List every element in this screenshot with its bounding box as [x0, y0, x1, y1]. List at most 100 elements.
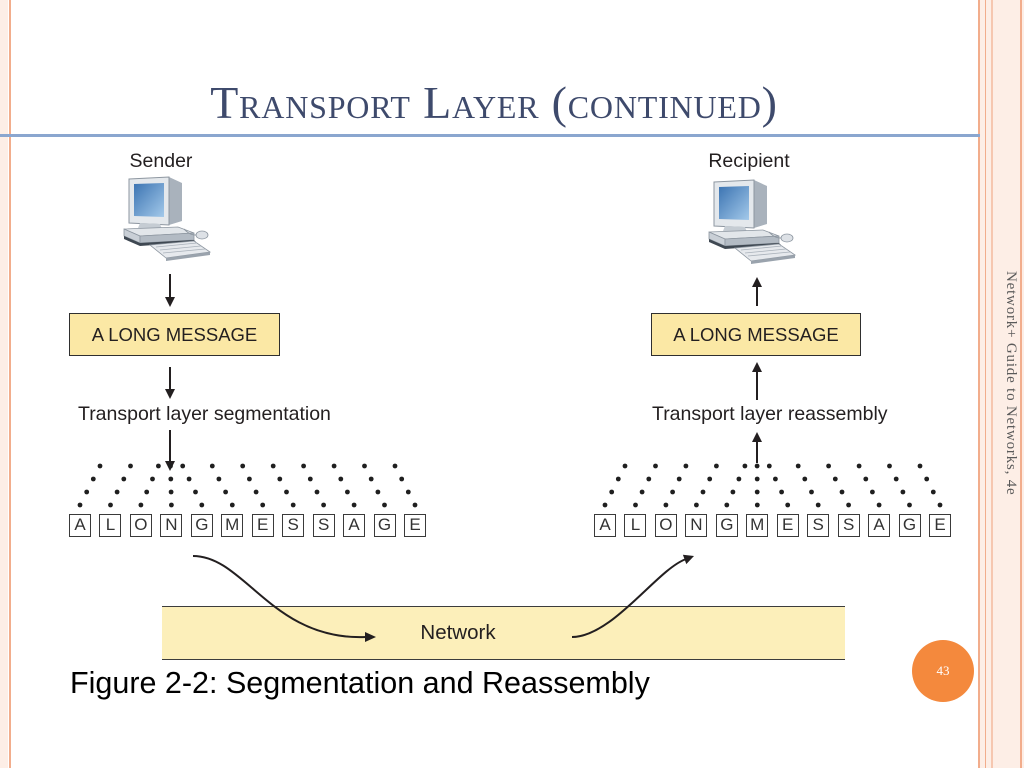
segment-dot: [670, 489, 675, 495]
segment-dot: [633, 502, 638, 508]
recipient-message-box: A LONG MESSAGE: [651, 313, 861, 356]
segment-dot: [779, 489, 784, 495]
reassembly-to-message-arrow-icon: [752, 362, 762, 400]
segment-box: S: [837, 514, 860, 537]
segment-dot: [707, 476, 713, 482]
side-footer-text: Network+ Guide to Networks, 4e: [1003, 271, 1019, 496]
segment-dot: [893, 476, 899, 482]
right-edge-stripe: [991, 0, 993, 768]
segment-dot: [622, 463, 628, 469]
segment-dot: [412, 502, 418, 508]
segment-box: A: [69, 514, 91, 537]
segmentation-label: Transport layer segmentation: [78, 403, 331, 425]
segment-dot: [809, 489, 814, 495]
segment-dot: [683, 463, 689, 469]
page-number-badge: 43: [912, 640, 974, 702]
segment-dot: [639, 489, 645, 495]
segment-dot: [290, 502, 296, 508]
segment-dot: [375, 489, 381, 495]
segment-dot: [924, 476, 930, 482]
segment-dot: [766, 463, 772, 469]
sender-message-box: A LONG MESSAGE: [69, 313, 280, 356]
segment-dot: [870, 489, 875, 495]
segment-box: E: [251, 514, 274, 537]
segment-dot: [331, 463, 337, 469]
right-edge-stripe: [1020, 0, 1022, 768]
segment-dot: [216, 476, 222, 482]
segment-dot: [84, 489, 90, 495]
segment-dot: [785, 502, 791, 508]
segment-dot: [169, 502, 174, 508]
segment-dot: [180, 463, 186, 469]
segment-dot: [876, 502, 882, 508]
title-divider: [0, 134, 980, 137]
segment-dot: [321, 502, 326, 508]
segment-box: A: [594, 514, 616, 537]
right-edge-stripe: [985, 0, 986, 768]
segment-dot: [108, 502, 113, 508]
segment-dot: [114, 489, 120, 495]
segment-box: M: [221, 514, 244, 537]
segment-dot: [314, 489, 320, 495]
segment-dot: [351, 502, 357, 508]
segment-dot: [382, 502, 387, 508]
segment-dot: [150, 476, 155, 482]
segment-dot: [917, 463, 923, 469]
message-to-segmentation-arrow-icon: [165, 367, 175, 399]
segment-dot: [77, 502, 83, 508]
segment-box: G: [190, 514, 213, 537]
segment-dot: [714, 463, 719, 469]
network-label: Network: [420, 621, 496, 644]
segment-dot: [754, 463, 760, 469]
segment-dot: [653, 463, 658, 469]
segment-dot: [802, 476, 808, 482]
segment-dot: [260, 502, 266, 508]
sender-to-message-arrow-icon: [165, 274, 175, 307]
sender-message-text: A LONG MESSAGE: [91, 323, 258, 345]
segment-box: G: [715, 514, 738, 537]
segment-dot: [795, 463, 801, 469]
segment-dot: [156, 463, 161, 469]
segment-dot: [168, 476, 174, 482]
segment-dot: [930, 489, 936, 495]
reassembly-label: Transport layer reassembly: [652, 403, 888, 425]
segment-dot: [826, 463, 831, 469]
message-to-recipient-arrow-icon: [752, 277, 762, 306]
segment-box: S: [807, 514, 830, 537]
segment-dot: [284, 489, 289, 495]
sender-segment-dots: [77, 463, 418, 508]
segment-dot: [907, 502, 912, 508]
figure-caption: Figure 2-2: Segmentation and Reassembly: [70, 666, 650, 700]
segment-dot: [846, 502, 851, 508]
segment-box: S: [282, 514, 305, 537]
recipient-segment-dots: [602, 463, 943, 508]
segment-box: N: [685, 514, 708, 537]
segment-dot: [199, 502, 205, 508]
segment-box: G: [373, 514, 396, 537]
segment-dot: [724, 502, 730, 508]
segment-box: E: [403, 514, 426, 537]
segment-dot: [138, 502, 144, 508]
segment-box: E: [776, 514, 799, 537]
segment-dot: [144, 489, 150, 495]
segment-dot: [694, 502, 699, 508]
segment-dot: [863, 476, 869, 482]
segment-dot: [405, 489, 411, 495]
reassembly-arrow-icon: [752, 432, 762, 463]
segment-box: L: [99, 514, 122, 537]
segment-dot: [646, 476, 652, 482]
segment-dot: [676, 476, 682, 482]
segment-dot: [399, 476, 405, 482]
segment-dot: [754, 476, 760, 482]
segment-box: G: [898, 514, 921, 537]
segment-box: S: [312, 514, 335, 537]
segment-dot: [742, 463, 748, 469]
segment-dot: [253, 489, 259, 495]
segment-dot: [168, 463, 173, 469]
segment-dot: [392, 463, 398, 469]
sender-computer-icon: [122, 175, 212, 267]
segment-dot: [887, 463, 892, 469]
segment-dot: [368, 476, 374, 482]
segment-dot: [97, 463, 103, 469]
